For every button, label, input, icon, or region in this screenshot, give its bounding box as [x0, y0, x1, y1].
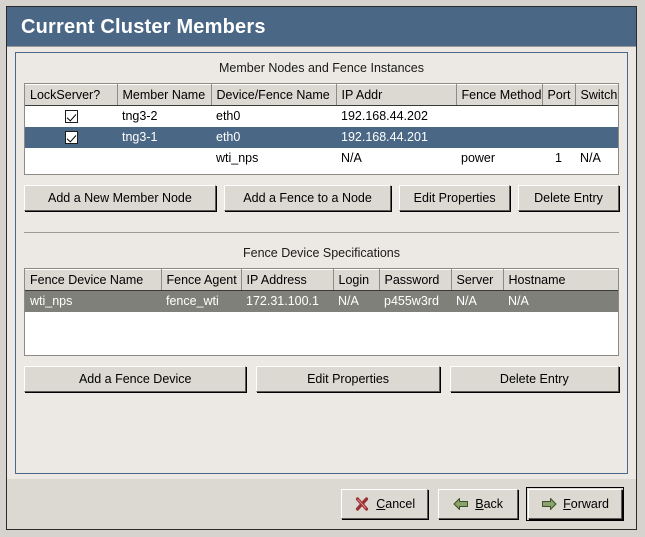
cell-fence-ip-address: 172.31.100.1	[241, 290, 333, 312]
cell-fence-device-name: wti_nps	[25, 290, 161, 312]
cell-switch: N/A	[575, 147, 618, 169]
window-titlebar: Current Cluster Members	[7, 7, 636, 47]
add-fence-to-node-button[interactable]: Add a Fence to a Node	[223, 185, 392, 211]
member-col-device-fence-name[interactable]: Device/Fence Name	[211, 84, 337, 106]
cell-fence-login: N/A	[333, 290, 379, 312]
table-row[interactable]: wti_nps N/A power 1 N/A	[25, 147, 618, 169]
cell-member-name: tng3-1	[117, 126, 211, 148]
cell-port: 1	[542, 147, 575, 169]
cancel-button[interactable]: Cancel	[341, 489, 429, 519]
fence-section-buttons: Add a Fence Device Edit Properties Delet…	[24, 366, 619, 392]
member-nodes-grid: LockServer? Member Name Device/Fence Nam…	[25, 84, 618, 169]
fence-col-password[interactable]: Password	[379, 269, 452, 291]
table-row[interactable]: tng3-1 eth0 192.168.44.201	[25, 126, 618, 148]
cell-fence-agent: fence_wti	[161, 290, 241, 312]
fence-col-server[interactable]: Server	[451, 269, 504, 291]
member-section-title: Member Nodes and Fence Instances	[219, 61, 424, 75]
member-col-switch[interactable]: Switch	[575, 84, 618, 106]
cancel-button-label: Cancel	[376, 497, 416, 511]
fence-section-title: Fence Device Specifications	[242, 246, 401, 260]
cell-fence-method	[456, 126, 542, 148]
cell-device-fence-name: eth0	[211, 105, 336, 127]
fence-col-agent[interactable]: Fence Agent	[161, 269, 242, 291]
cell-fence-password: p455w3rd	[379, 290, 451, 312]
cancel-x-icon	[354, 496, 370, 512]
fence-table-empty-area	[25, 311, 618, 355]
cell-member-name	[117, 147, 211, 169]
dialog-action-area: Cancel Back Forw	[7, 479, 636, 529]
fence-devices-grid: Fence Device Name Fence Agent IP Address…	[25, 269, 618, 312]
table-row[interactable]: wti_nps fence_wti 172.31.100.1 N/A p455w…	[25, 290, 618, 312]
window-title: Current Cluster Members	[21, 15, 266, 38]
arrow-left-icon	[453, 496, 469, 512]
member-col-port[interactable]: Port	[542, 84, 576, 106]
cell-port	[542, 105, 575, 127]
member-edit-properties-button[interactable]: Edit Properties	[399, 185, 511, 211]
dialog-content: Member Nodes and Fence Instances LockSer…	[7, 47, 636, 529]
cell-device-fence-name: eth0	[211, 126, 336, 148]
cell-switch	[575, 105, 618, 127]
fence-header-row: Fence Device Name Fence Agent IP Address…	[25, 269, 618, 291]
cell-fence-method	[456, 105, 542, 127]
fence-edit-properties-button[interactable]: Edit Properties	[256, 366, 440, 392]
lockserver-checkbox[interactable]	[64, 110, 78, 124]
member-col-member-name[interactable]: Member Name	[117, 84, 212, 106]
back-button-label: Back	[475, 497, 504, 511]
cell-fence-method: power	[456, 147, 542, 169]
cell-fence-server: N/A	[451, 290, 503, 312]
cell-ip-addr: 192.168.44.202	[336, 105, 456, 127]
cluster-members-panel: Member Nodes and Fence Instances LockSer…	[15, 52, 628, 474]
member-col-ip-addr[interactable]: IP Addr	[336, 84, 457, 106]
cell-lockserver[interactable]	[25, 126, 117, 148]
add-fence-device-button[interactable]: Add a Fence Device	[24, 366, 247, 392]
fence-col-device-name[interactable]: Fence Device Name	[25, 269, 162, 291]
member-col-fence-method[interactable]: Fence Method	[456, 84, 543, 106]
fence-devices-table[interactable]: Fence Device Name Fence Agent IP Address…	[24, 268, 619, 356]
cell-fence-hostname: N/A	[503, 290, 618, 312]
table-row[interactable]: tng3-2 eth0 192.168.44.202	[25, 105, 618, 127]
cell-switch	[575, 126, 618, 148]
cell-member-name: tng3-2	[117, 105, 211, 127]
lockserver-checkbox[interactable]	[64, 131, 78, 145]
cell-device-fence-name: wti_nps	[211, 147, 336, 169]
back-button[interactable]: Back	[438, 489, 519, 519]
fence-delete-entry-button[interactable]: Delete Entry	[449, 366, 619, 392]
forward-button[interactable]: Forward	[526, 487, 624, 521]
member-nodes-table[interactable]: LockServer? Member Name Device/Fence Nam…	[24, 83, 619, 175]
cell-port	[542, 126, 575, 148]
member-header-row: LockServer? Member Name Device/Fence Nam…	[25, 84, 618, 106]
cell-lockserver	[25, 147, 117, 169]
section-separator	[24, 232, 619, 233]
fence-col-ip-address[interactable]: IP Address	[241, 269, 334, 291]
member-section-buttons: Add a New Member Node Add a Fence to a N…	[24, 185, 619, 211]
member-col-lockserver[interactable]: LockServer?	[25, 84, 118, 106]
member-delete-entry-button[interactable]: Delete Entry	[518, 185, 619, 211]
forward-button-label: Forward	[563, 497, 609, 511]
dialog-window: Current Cluster Members Member Nodes and…	[6, 6, 637, 530]
cell-lockserver[interactable]	[25, 105, 117, 127]
fence-col-login[interactable]: Login	[333, 269, 380, 291]
arrow-right-icon	[541, 496, 557, 512]
fence-col-hostname[interactable]: Hostname	[503, 269, 618, 291]
cell-ip-addr: 192.168.44.201	[336, 126, 456, 148]
add-new-member-node-button[interactable]: Add a New Member Node	[24, 185, 216, 211]
cell-ip-addr: N/A	[336, 147, 456, 169]
